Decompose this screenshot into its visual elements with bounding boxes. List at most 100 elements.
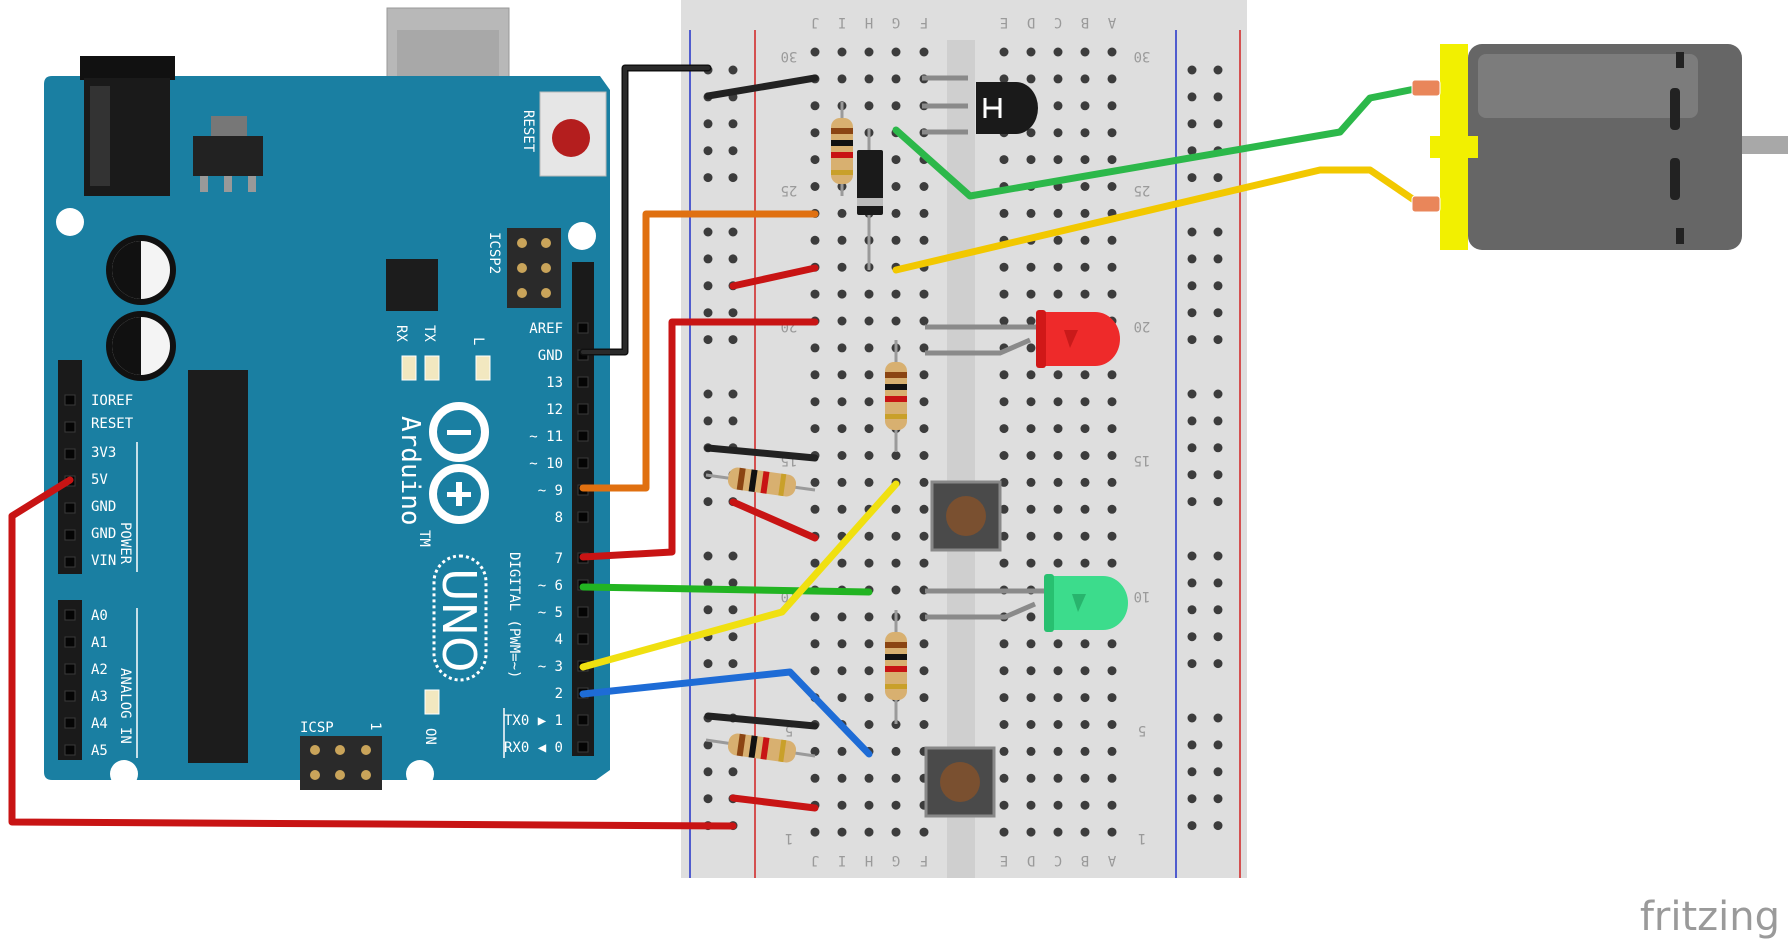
header-socket[interactable] xyxy=(64,529,76,541)
green-led-body[interactable] xyxy=(1048,576,1128,630)
analog-header xyxy=(58,600,82,760)
header-socket[interactable] xyxy=(577,741,589,753)
wire-motor-green[interactable] xyxy=(892,84,1424,200)
breadboard-hole xyxy=(1053,666,1063,676)
green-led[interactable] xyxy=(925,574,1128,632)
breadboard-hole xyxy=(891,208,901,218)
wire-motor-yellow[interactable] xyxy=(892,166,1424,274)
header-socket[interactable] xyxy=(577,606,589,618)
breadboard-hole xyxy=(891,720,901,729)
wire-red-jumper-2[interactable] xyxy=(729,498,819,542)
wire-red-jumper-3[interactable] xyxy=(729,794,819,812)
reset-button-cap[interactable] xyxy=(552,119,590,157)
breadboard-hole xyxy=(919,208,929,218)
reset-button[interactable] xyxy=(539,91,607,177)
wire-black-jumper-1[interactable] xyxy=(704,74,819,100)
uno-badge xyxy=(432,554,488,682)
wire-yellow-pin3[interactable] xyxy=(579,480,900,671)
npn-transistor[interactable] xyxy=(922,75,1038,135)
fritzing-watermark: fritzing xyxy=(1640,894,1780,940)
voltage-regulator-tab xyxy=(211,116,247,136)
breadboard-hole xyxy=(810,289,820,299)
header-socket[interactable] xyxy=(577,633,589,645)
breadboard-hole xyxy=(810,235,820,245)
pushbutton-2-cap[interactable] xyxy=(940,762,980,802)
breadboard-hole xyxy=(837,235,847,245)
header-socket[interactable] xyxy=(64,609,76,621)
pushbutton-2[interactable] xyxy=(924,746,996,818)
header-socket[interactable] xyxy=(577,714,589,726)
header-socket[interactable] xyxy=(577,403,589,415)
red-led-body[interactable] xyxy=(1040,312,1120,366)
breadboard-hole xyxy=(999,74,1009,84)
breadboard-hole xyxy=(891,531,901,541)
header-socket[interactable] xyxy=(64,394,76,406)
header-socket[interactable] xyxy=(64,717,76,729)
wire-orange-pin9[interactable] xyxy=(579,210,819,492)
resistor-1[interactable] xyxy=(831,102,853,196)
motor-vent-1 xyxy=(1670,88,1680,130)
resistor-4[interactable] xyxy=(705,466,816,497)
resistor-3[interactable] xyxy=(885,610,907,724)
wire-red-pin7[interactable] xyxy=(579,318,819,561)
breadboard-hole xyxy=(1080,746,1090,756)
pushbutton-1[interactable] xyxy=(930,480,1002,552)
col-letter-b-bottom: B xyxy=(1081,852,1089,868)
breadboard-hole xyxy=(810,666,820,676)
resistor-2[interactable] xyxy=(885,340,907,452)
breadboard-hole xyxy=(1053,208,1063,218)
breadboard-hole xyxy=(999,424,1009,434)
header-socket[interactable] xyxy=(577,322,589,334)
breadboard-hole xyxy=(1080,827,1090,837)
breadboard-hole xyxy=(1080,693,1090,703)
header-socket[interactable] xyxy=(577,457,589,469)
diode[interactable] xyxy=(857,128,883,270)
icsp2-header xyxy=(507,228,561,308)
l-led xyxy=(475,355,491,381)
col-letter-i: I xyxy=(838,14,846,30)
wire-green-pin6[interactable] xyxy=(579,583,873,596)
breadboard-hole xyxy=(864,773,874,783)
pin-label-a3: A3 xyxy=(91,689,108,705)
breadboard-hole xyxy=(837,477,847,487)
pushbutton-1-cap[interactable] xyxy=(946,496,986,536)
header-socket[interactable] xyxy=(64,636,76,648)
wire-red-jumper-1[interactable] xyxy=(729,264,819,290)
rail-hole xyxy=(1187,92,1197,102)
header-socket[interactable] xyxy=(577,430,589,442)
arduino-uno[interactable]: RESET ICSP2 RX TX L ON Arduino TM UNO xyxy=(44,7,610,790)
wire-red-5v[interactable] xyxy=(8,476,737,830)
resistor-5[interactable] xyxy=(705,732,816,763)
rail-hole xyxy=(1213,173,1223,183)
breadboard-hole xyxy=(1026,74,1036,84)
rail-hole xyxy=(1187,146,1197,156)
breadboard-hole xyxy=(1053,720,1063,729)
wire-black-jumper-3[interactable] xyxy=(704,712,819,730)
rail-hole xyxy=(728,632,738,642)
column-letters-bottom: J I H G F E D C B A xyxy=(811,852,1116,868)
breadboard-hole xyxy=(864,370,874,380)
header-socket[interactable] xyxy=(64,448,76,460)
header-socket[interactable] xyxy=(64,502,76,514)
breadboard-hole xyxy=(810,612,820,622)
header-socket[interactable] xyxy=(64,690,76,702)
header-socket[interactable] xyxy=(577,376,589,388)
mounting-hole-1 xyxy=(56,208,84,236)
wire-blue-pin2[interactable] xyxy=(579,668,873,758)
dc-motor[interactable] xyxy=(1411,44,1788,250)
header-socket[interactable] xyxy=(64,744,76,756)
column-letters-top: J I H G F E D C B A xyxy=(811,14,1116,30)
red-led[interactable] xyxy=(925,310,1120,368)
header-socket[interactable] xyxy=(577,511,589,523)
header-socket[interactable] xyxy=(64,556,76,568)
breadboard-hole xyxy=(891,585,901,595)
breadboard-hole xyxy=(999,155,1009,165)
transistor-body[interactable] xyxy=(976,82,1038,134)
header-socket[interactable] xyxy=(64,663,76,675)
analog-pin-sockets xyxy=(64,609,76,756)
rail-hole xyxy=(1187,281,1197,291)
wire-black-jumper-2[interactable] xyxy=(704,444,819,462)
header-socket[interactable] xyxy=(64,421,76,433)
breadboard-hole xyxy=(864,639,874,649)
breadboard-hole xyxy=(1107,424,1117,434)
